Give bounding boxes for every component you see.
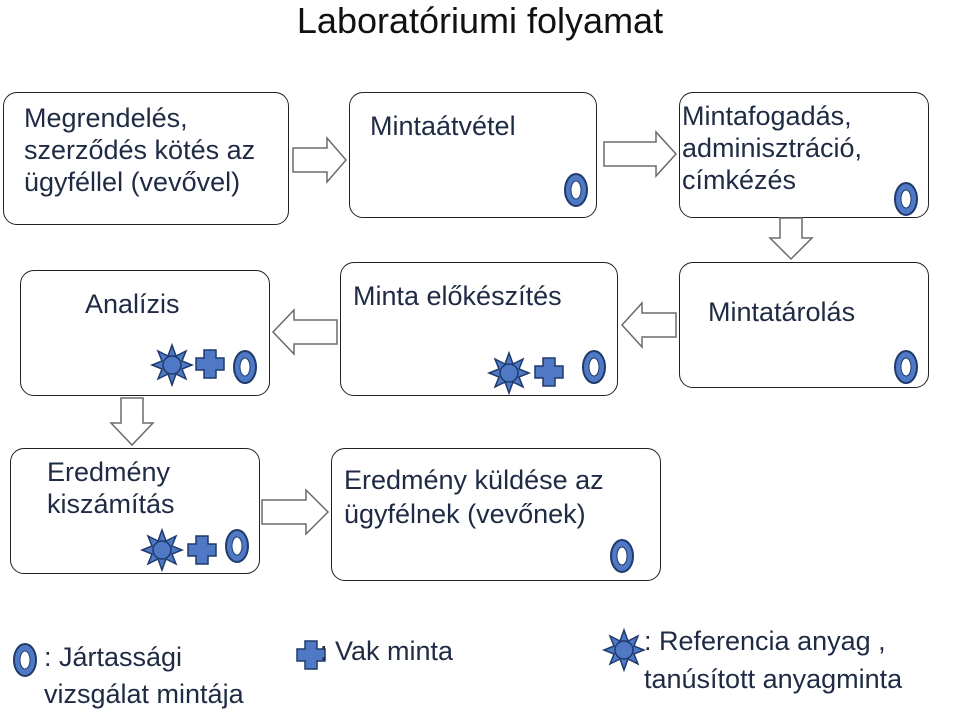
legend-proficiency-line-2: vizsgálat mintája	[44, 679, 244, 709]
diagram-title: Laboratóriumi folyamat	[296, 0, 664, 41]
step-box-storage: Mintatárolás	[679, 262, 929, 388]
arrow-prep-to-analysis	[271, 308, 338, 356]
step-send-line-1: Eredmény küldése az	[344, 465, 604, 495]
step-prep-line-1: Minta előkészítés	[353, 281, 562, 311]
step-intake-line-1: Mintafogadás,	[682, 101, 852, 131]
legend-blank-line-1: : Vak minta	[320, 636, 454, 666]
step-order-line-3: ügyféllel (vevővel)	[24, 167, 241, 197]
step-order-line-2: szerződés kötés az	[24, 135, 256, 165]
step-box-send: Eredmény küldése az ügyfélnek (vevőnek)	[331, 448, 661, 581]
step-intake-line-2: adminisztráció,	[682, 133, 863, 163]
arrow-intake-to-storage	[768, 217, 814, 261]
step-box-calc: Eredmény kiszámítás	[10, 448, 260, 574]
step-intake-line-3: címkézés	[682, 165, 797, 195]
step-order-line-1: Megrendelés,	[24, 103, 188, 133]
step-box-prep: Minta előkészítés	[340, 262, 618, 396]
arrow-order-to-receipt	[292, 135, 347, 185]
step-box-receipt: Mintaátvétel	[349, 92, 597, 218]
step-analysis-line-1: Analízis	[85, 289, 180, 319]
step-box-intake: Mintafogadás, adminisztráció, címkézés	[679, 92, 929, 218]
legend-reference-line-1: : Referencia anyag ,	[644, 626, 886, 656]
legend-proficiency-line-1: : Jártassági	[44, 642, 183, 672]
arrow-receipt-to-intake	[603, 130, 678, 178]
arrow-storage-to-prep	[620, 301, 677, 349]
step-send-line-2: ügyfélnek (vevőnek)	[344, 499, 586, 529]
step-box-order: Megrendelés, szerződés kötés az ügyfélle…	[3, 92, 289, 225]
step-calc-line-2: kiszámítás	[47, 489, 175, 519]
arrow-analysis-to-calc	[109, 397, 155, 447]
step-receipt-line-1: Mintaátvétel	[370, 111, 516, 141]
step-storage-line-1: Mintatárolás	[708, 297, 856, 327]
step-box-analysis: Analízis	[20, 270, 270, 396]
step-calc-line-1: Eredmény	[47, 457, 171, 487]
legend-reference-line-2: tanúsított anyagminta	[644, 664, 903, 694]
arrow-calc-to-send	[261, 488, 330, 536]
